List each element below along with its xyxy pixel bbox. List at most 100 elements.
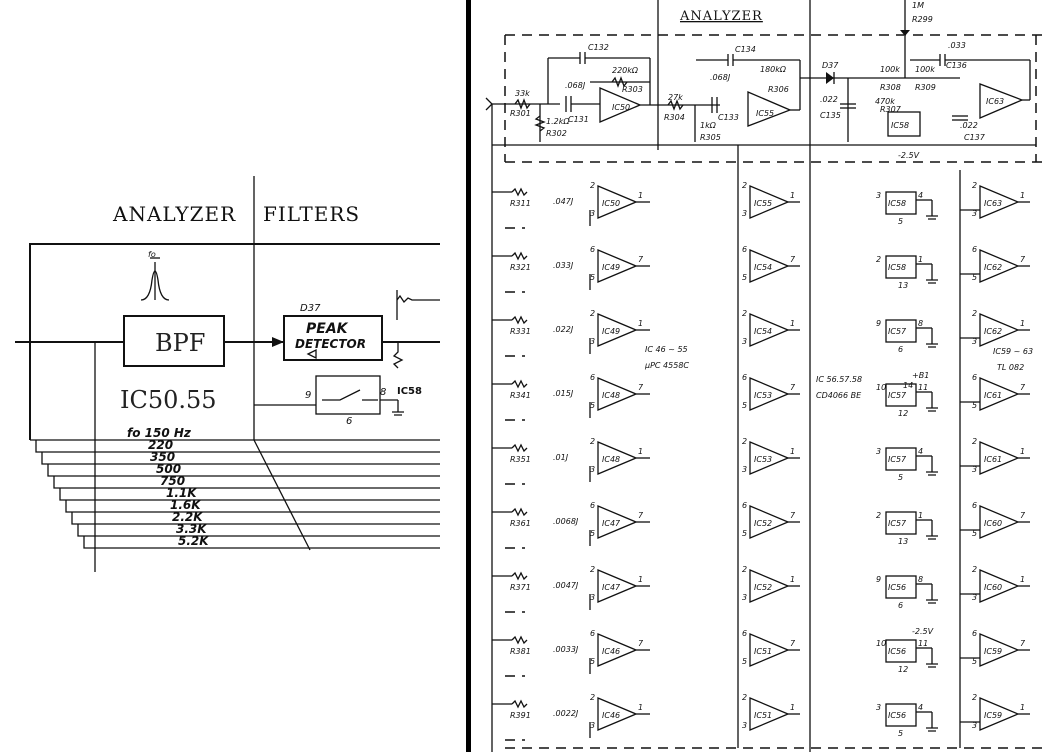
pin-label: 6 (590, 501, 595, 510)
col4-ic: IC59 (984, 711, 1002, 720)
c131-value: .068J (565, 81, 586, 90)
opamp-icon (979, 249, 1020, 283)
col2-ic: IC52 (754, 519, 772, 528)
col3-ic: IC57 (888, 391, 907, 400)
pin-label: 2 (590, 309, 595, 318)
pin-label: 9 (876, 575, 881, 584)
row-capacitor: .0047J (553, 581, 579, 590)
peak-label-1: PEAK (306, 321, 349, 337)
c132: C132 (588, 43, 609, 52)
opamp-icon (749, 633, 790, 667)
opamp-icon (979, 377, 1020, 411)
diode-icon (306, 348, 317, 360)
pin-label: 2 (590, 565, 595, 574)
pin-label: 5 (898, 729, 903, 738)
opamp-icon (979, 185, 1020, 219)
r302-value: 1.2kΩ (546, 117, 570, 126)
col3-ic: IC56 (888, 711, 906, 720)
left-frame (29, 243, 440, 440)
row-resistor: R321 (510, 263, 531, 272)
row-resistor: R361 (510, 519, 531, 528)
r307-value: 470k (875, 97, 895, 106)
col4-ic: IC61 (984, 455, 1002, 464)
note1b: μPC 4558C (644, 361, 689, 370)
ground-icon (926, 407, 938, 412)
pin-label: 12 (898, 665, 908, 674)
col4-ic: IC60 (984, 583, 1002, 592)
pin-label: 10 (876, 639, 886, 648)
pin-label: 6 (742, 373, 747, 382)
freq-2: 350 (150, 450, 175, 464)
pin-label: 6 (590, 373, 595, 382)
freq-7: 2.2K (172, 510, 204, 524)
c131: C131 (568, 115, 589, 124)
row-resistor: R381 (510, 647, 531, 656)
left-panel: ANALYZER FILTERS fo BPF D37 PEAK DETECTO… (15, 176, 440, 572)
r306-value: 180kΩ (760, 65, 787, 74)
pin-label: 3 (590, 209, 595, 218)
bandpass-symbol-icon (140, 257, 170, 301)
r305: R305 (700, 133, 721, 142)
row-capacitor: .0022J (553, 709, 579, 718)
pin-label: 1 (1020, 319, 1025, 328)
pin-label: 2 (590, 693, 595, 702)
pin-label: 3 (972, 337, 977, 346)
pin-label: 2 (590, 437, 595, 446)
col3-ic: IC58 (888, 263, 906, 272)
left-title-analyzer: ANALYZER (112, 202, 236, 226)
r303-value: 220kΩ (612, 66, 639, 75)
pin-label: 1 (1020, 703, 1025, 712)
ground-icon (926, 215, 938, 220)
r303: R303 (622, 85, 643, 94)
opamp-icon (597, 569, 638, 603)
col2-ic: IC51 (754, 711, 772, 720)
switch-block (885, 639, 917, 663)
col4-ic: IC61 (984, 391, 1002, 400)
opamp-icon (979, 633, 1020, 667)
pin-label: 3 (590, 593, 595, 602)
pin-label: 1 (790, 575, 795, 584)
switch-block (885, 575, 917, 599)
r302: R302 (546, 129, 567, 138)
r304-value: 27k (668, 93, 683, 102)
opamp-icon (979, 441, 1020, 475)
col2-ic: IC52 (754, 583, 772, 592)
note2b: CD4066 BE (816, 391, 862, 400)
opamp-icon (597, 633, 638, 667)
pin-label: 5 (898, 473, 903, 482)
resistor-icon (392, 342, 404, 369)
c136: C136 (946, 61, 967, 70)
peak-detector-block (283, 315, 383, 361)
pin-label: 1 (918, 511, 923, 520)
r305-value: 1kΩ (700, 121, 717, 130)
pin-label: 1 (638, 703, 643, 712)
freq-8: 3.3K (176, 522, 208, 536)
pin-6: 6 (346, 416, 352, 427)
col2-ic: IC54 (754, 327, 772, 336)
pin-label: 3 (972, 593, 977, 602)
r301-value: 33k (515, 89, 530, 98)
row-capacitor: .022J (553, 325, 574, 334)
opamp-icon (979, 313, 1020, 347)
pin-label: 7 (790, 511, 796, 520)
col3-ic: IC56 (888, 647, 906, 656)
ic50-top: IC50 (612, 103, 630, 112)
row-resistor: R371 (510, 583, 531, 592)
note2a: IC 56.57.58 (816, 375, 862, 384)
arrow-down-icon (900, 30, 910, 36)
r299: R299 (912, 15, 933, 24)
pin-label: 13 (898, 281, 908, 290)
pin-label: 5 (972, 657, 977, 666)
opamp-icon (749, 377, 790, 411)
resistor-icon (511, 315, 528, 325)
neg-25v-top: -2.5V (898, 151, 920, 160)
pin-label: 1 (790, 319, 795, 328)
freq-9: 5.2K (178, 534, 210, 548)
switch-box (315, 375, 381, 415)
ground-icon (926, 599, 938, 604)
pin-label: 2 (590, 181, 595, 190)
pin-label: 2 (972, 437, 977, 446)
freq-1: 220 (148, 438, 173, 452)
pin-label: 12 (898, 409, 908, 418)
pin-label: 7 (638, 383, 644, 392)
